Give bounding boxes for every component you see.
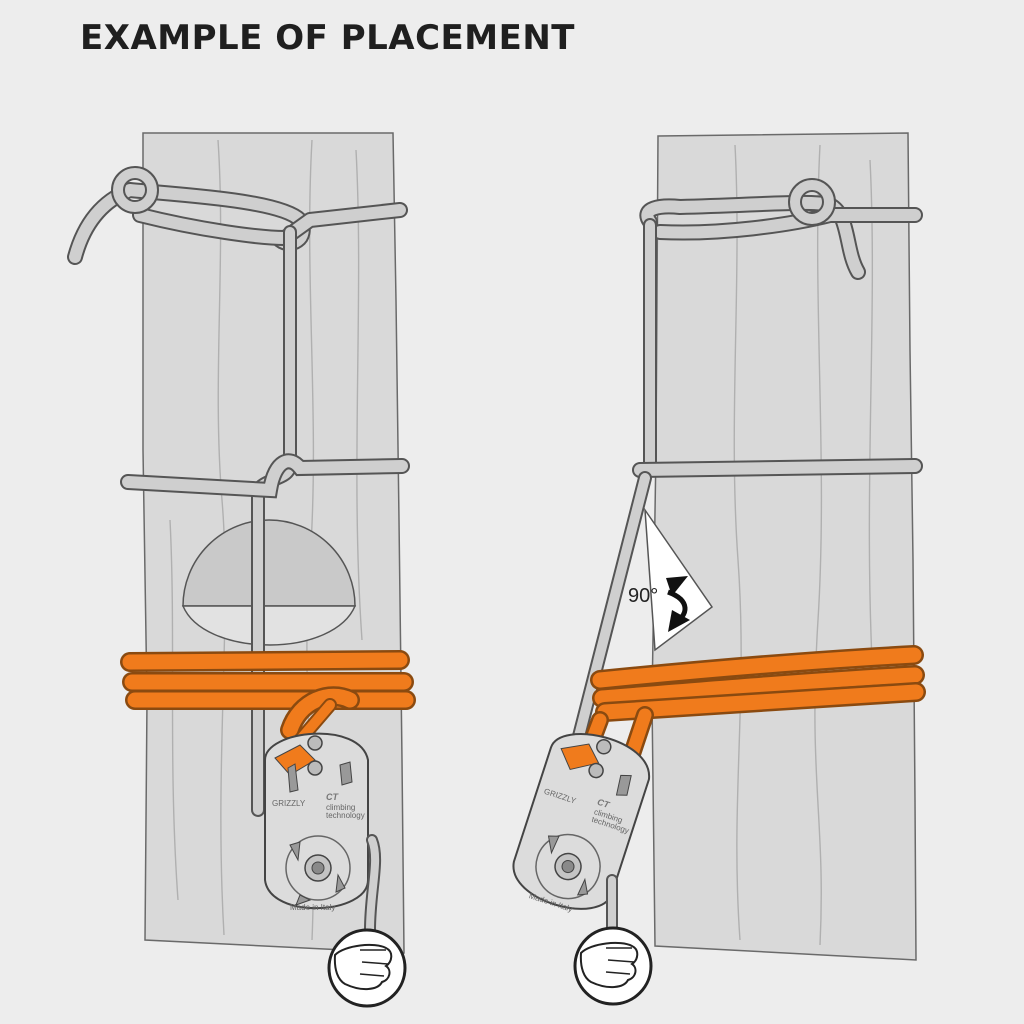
right-double-arrow-icon — [666, 576, 690, 632]
left-middle-rope — [120, 453, 410, 499]
right-top-rope — [639, 178, 923, 477]
left-device-logo: CT — [326, 792, 339, 802]
right-device-logo: CT — [596, 797, 612, 811]
right-pulley-device: GRIZZLY CT climbing technology Made in I… — [512, 733, 650, 914]
left-dome-protector — [182, 519, 356, 607]
right-angle-label: 90° — [628, 585, 658, 607]
left-device-brand-2: technology — [326, 811, 365, 820]
left-device-model: GRIZZLY — [272, 799, 306, 808]
right-orange-sling — [576, 645, 926, 769]
left-pulley-device: GRIZZLY CT climbing technology Made in I… — [264, 732, 369, 912]
right-bark-lines — [733, 144, 875, 946]
left-device-made-in: Made in Italy — [290, 903, 335, 912]
left-example: GRIZZLY CT climbing technology Made in I… — [67, 132, 416, 1008]
right-fist-hand-icon — [573, 926, 653, 1006]
right-example: 90° GRIZZLY CT climbing technology — [512, 132, 926, 1006]
right-tree-trunk — [651, 132, 917, 961]
page-title: EXAMPLE OF PLACEMENT — [80, 18, 575, 58]
left-device-brand-1: climbing — [326, 803, 355, 812]
left-orange-sling — [120, 650, 416, 747]
left-fist-hand-icon — [327, 928, 407, 1008]
